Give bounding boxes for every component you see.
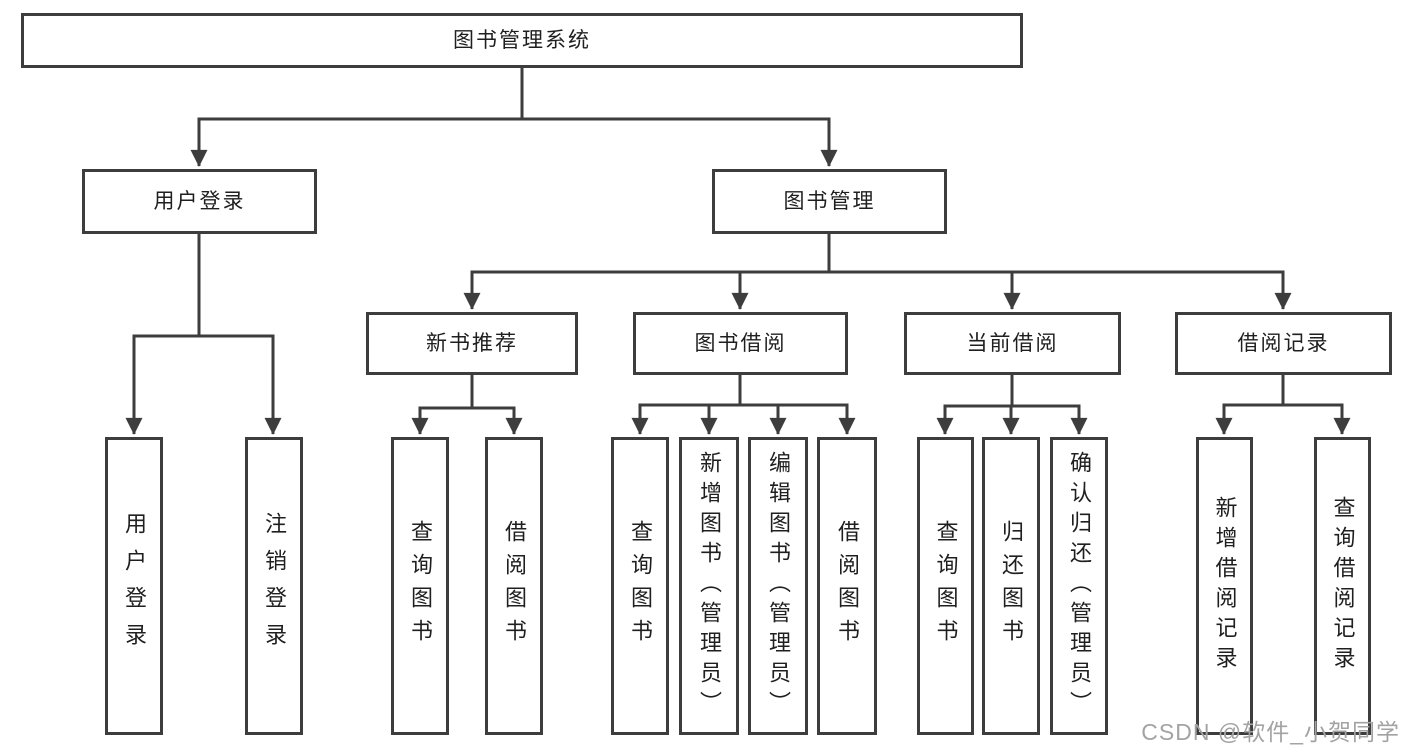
leaf-recommend-query-books-label: 查询图书 bbox=[408, 520, 433, 652]
leaf-current-query-books: 查询图书 bbox=[917, 437, 974, 735]
connector-borrowing-records-children bbox=[1215, 373, 1351, 435]
leaf-user-login-label: 用户登录 bbox=[122, 512, 147, 660]
connector-new-book-recommend-children bbox=[411, 373, 523, 435]
node-book-borrowing: 图书借阅 bbox=[633, 312, 848, 375]
node-user-login-label: 用户登录 bbox=[153, 190, 246, 213]
leaf-borrowing-query-books-label: 查询图书 bbox=[628, 520, 653, 652]
leaf-records-add-record: 新增借阅记录 bbox=[1196, 437, 1253, 735]
leaf-current-return-books: 归还图书 bbox=[982, 437, 1040, 735]
node-book-management: 图书管理 bbox=[712, 169, 947, 234]
connector-book-management-children bbox=[463, 232, 1292, 310]
leaf-current-confirm-return-admin-label: 确认归还（管理员） bbox=[1067, 451, 1092, 721]
node-current-borrowing: 当前借阅 bbox=[904, 312, 1121, 375]
leaf-borrowing-borrow-books-label: 借阅图书 bbox=[835, 520, 860, 652]
leaf-borrowing-edit-books-admin: 编辑图书（管理员） bbox=[748, 437, 808, 735]
leaf-logout: 注销登录 bbox=[245, 437, 303, 735]
leaf-records-query-record: 查询借阅记录 bbox=[1314, 437, 1371, 735]
node-current-borrowing-label: 当前借阅 bbox=[966, 332, 1059, 355]
leaf-records-query-record-label: 查询借阅记录 bbox=[1330, 496, 1356, 676]
leaf-current-confirm-return-admin: 确认归还（管理员） bbox=[1050, 437, 1108, 735]
connector-root-to-level2 bbox=[190, 66, 838, 167]
connector-book-borrowing-children bbox=[631, 373, 856, 435]
leaf-records-add-record-label: 新增借阅记录 bbox=[1212, 496, 1238, 676]
csdn-watermark: CSDN @软件_小贺同学 bbox=[1141, 719, 1400, 745]
node-book-borrowing-label: 图书借阅 bbox=[694, 332, 787, 355]
leaf-logout-label: 注销登录 bbox=[262, 512, 287, 660]
node-book-management-label: 图书管理 bbox=[783, 190, 876, 213]
leaf-current-query-books-label: 查询图书 bbox=[933, 520, 959, 652]
node-borrowing-records-label: 借阅记录 bbox=[1237, 332, 1330, 355]
node-root: 图书管理系统 bbox=[21, 13, 1023, 68]
leaf-recommend-borrow-books-label: 借阅图书 bbox=[502, 520, 527, 652]
node-new-book-recommend-label: 新书推荐 bbox=[426, 332, 518, 355]
leaf-borrowing-add-books-admin-label: 新增图书（管理员） bbox=[697, 451, 722, 721]
leaf-recommend-query-books: 查询图书 bbox=[391, 437, 449, 735]
node-root-label: 图书管理系统 bbox=[453, 29, 591, 52]
leaf-borrowing-edit-books-admin-label: 编辑图书（管理员） bbox=[766, 451, 791, 721]
leaf-borrowing-add-books-admin: 新增图书（管理员） bbox=[679, 437, 739, 735]
node-borrowing-records: 借阅记录 bbox=[1175, 312, 1392, 375]
leaf-recommend-borrow-books: 借阅图书 bbox=[485, 437, 543, 735]
leaf-current-return-books-label: 归还图书 bbox=[999, 520, 1024, 652]
leaf-user-login: 用户登录 bbox=[105, 437, 163, 735]
leaf-borrowing-borrow-books: 借阅图书 bbox=[817, 437, 877, 735]
node-user-login: 用户登录 bbox=[82, 169, 317, 234]
connector-current-borrowing-children bbox=[936, 375, 1088, 435]
connector-user-login-children bbox=[125, 232, 282, 435]
leaf-borrowing-query-books: 查询图书 bbox=[611, 437, 669, 735]
node-new-book-recommend: 新书推荐 bbox=[366, 312, 578, 375]
